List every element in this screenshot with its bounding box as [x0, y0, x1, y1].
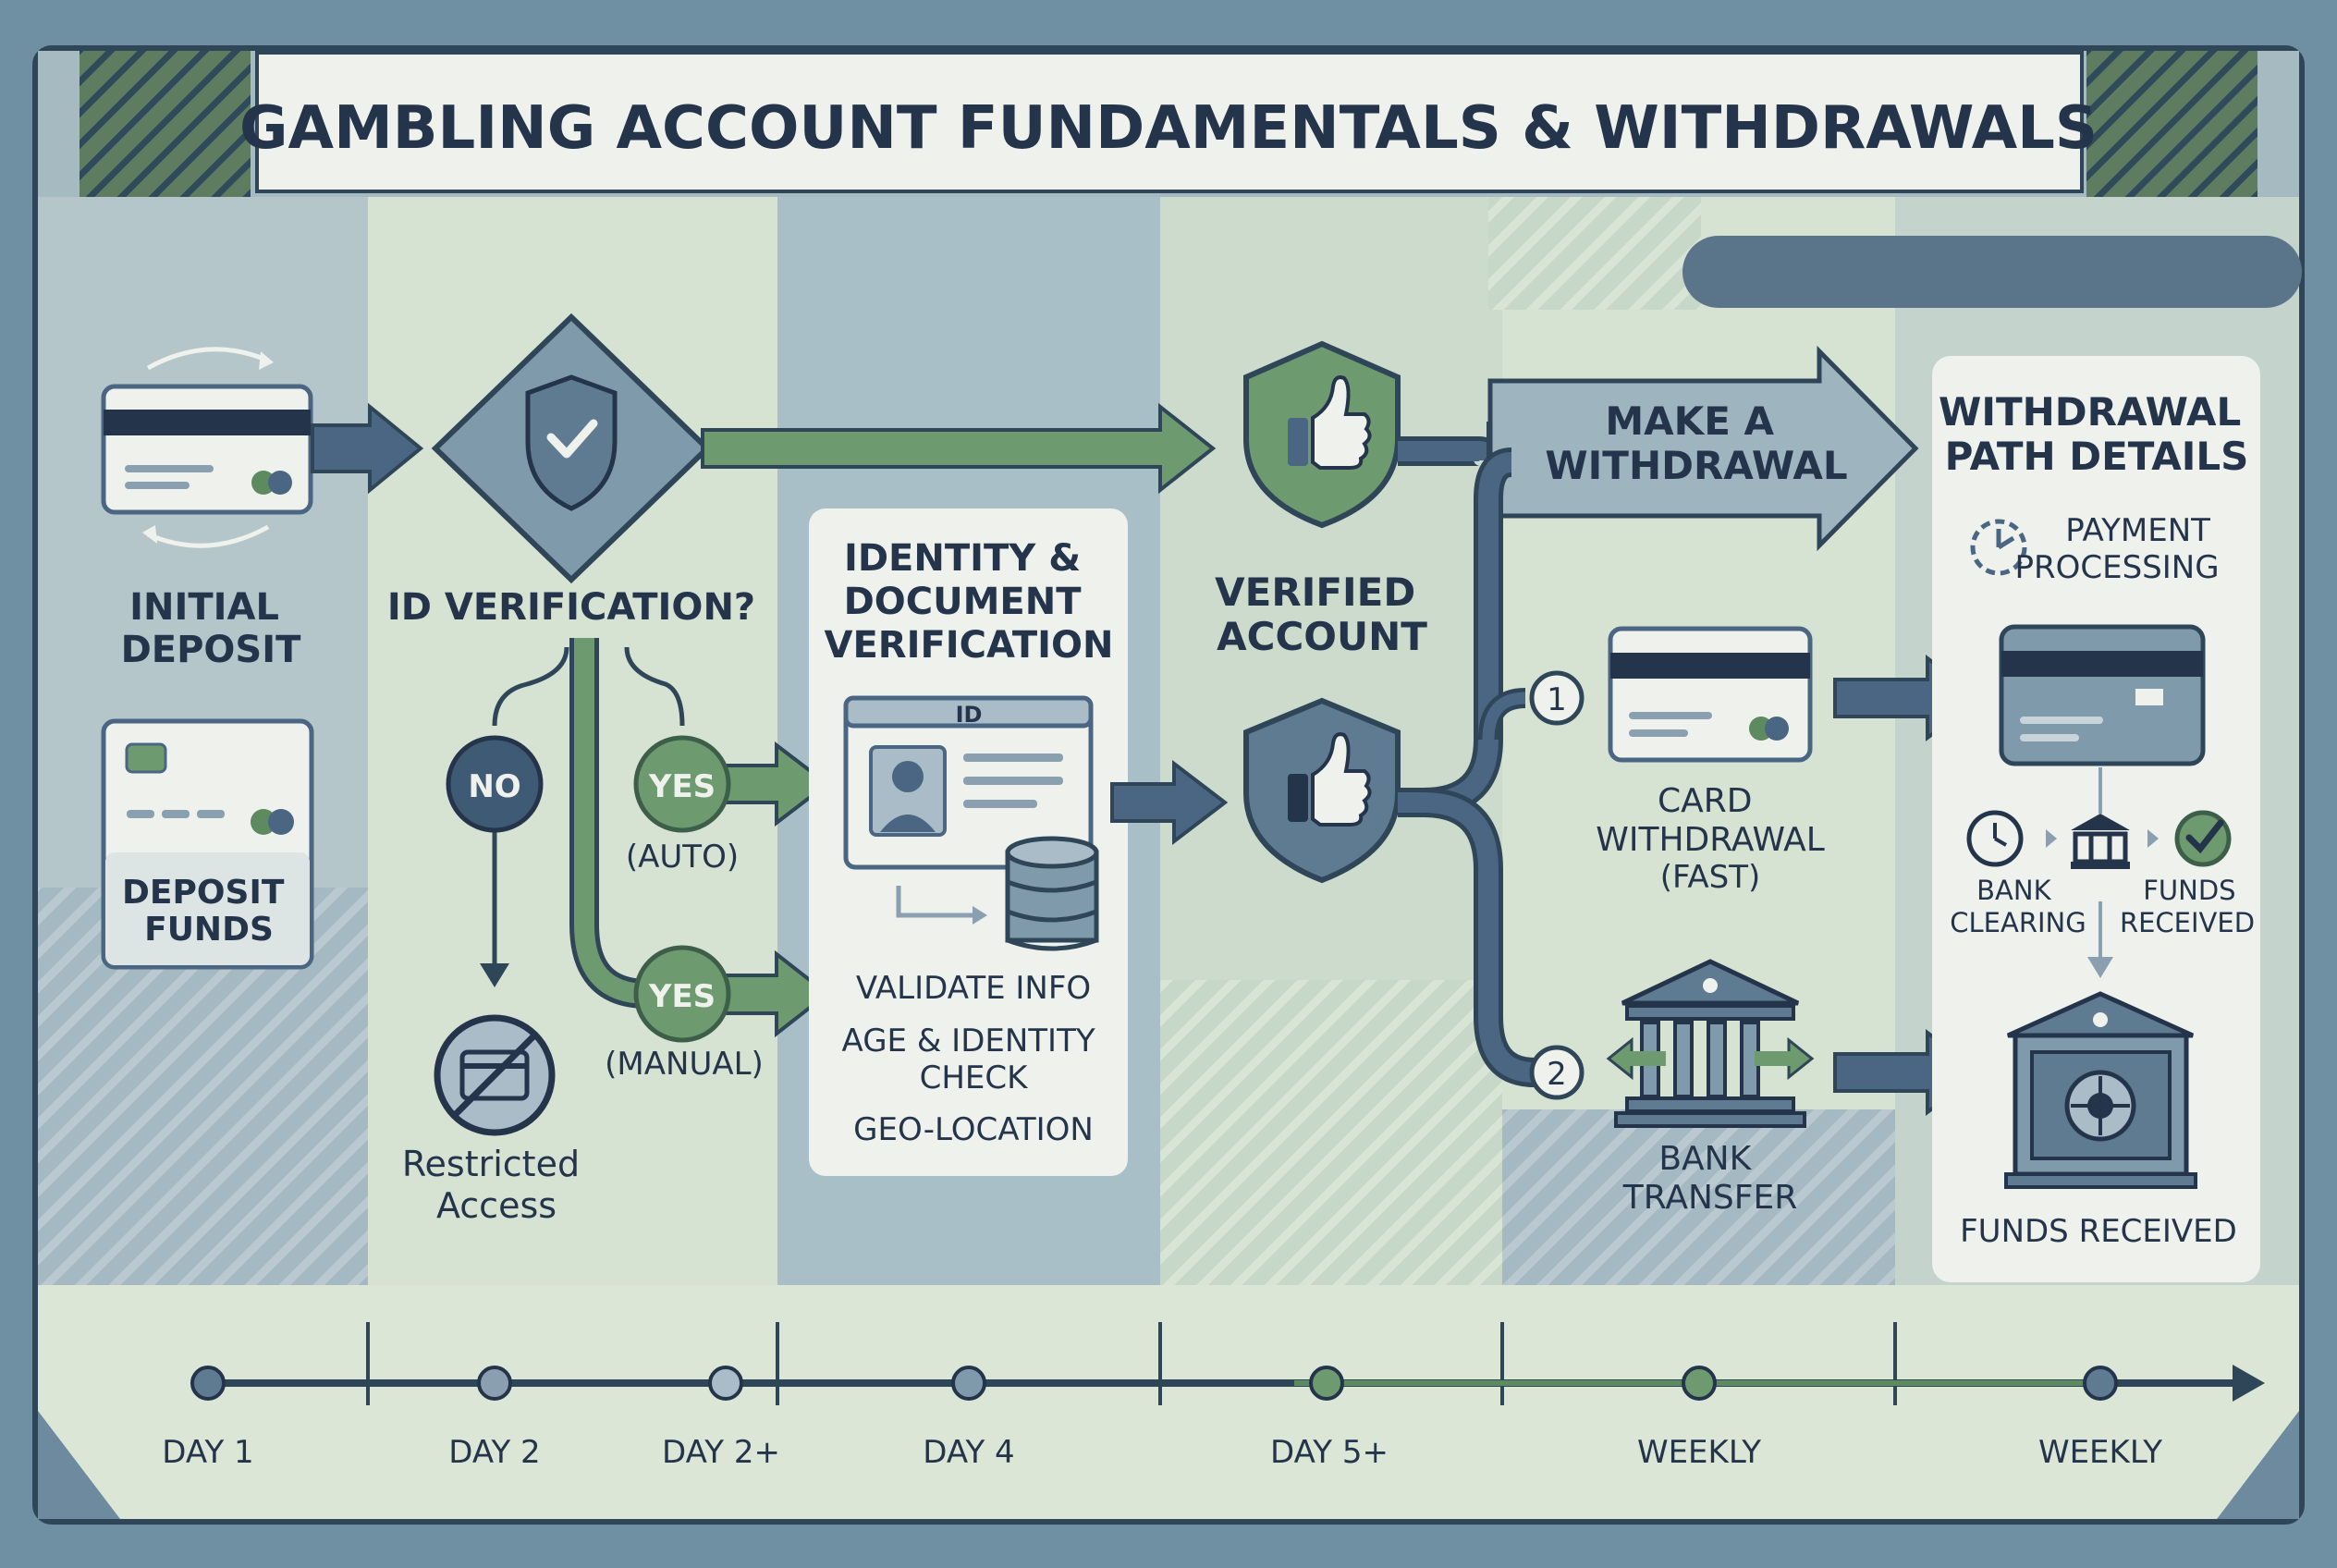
yes-auto-label: YES — [648, 768, 716, 805]
identity-doc-verification-title: IDENTITY & DOCUMENT VERIFICATION — [824, 537, 1113, 667]
id-card-tag: ID — [956, 702, 983, 728]
manual-label: (MANUAL) — [605, 1046, 764, 1083]
validate-info-label: VALIDATE INFO — [856, 970, 1091, 1007]
id-verification-decision — [431, 312, 712, 584]
verified-account-label: VERIFIED ACCOUNT — [1215, 570, 1429, 659]
timeline-label: DAY 5+ — [1270, 1434, 1389, 1471]
timeline-label: WEEKLY — [1637, 1434, 1761, 1471]
fast-label: (FAST) — [1660, 859, 1761, 896]
auto-label: (AUTO) — [626, 839, 739, 876]
database-icon — [896, 836, 1099, 951]
timeline-label: DAY 2+ — [662, 1434, 780, 1471]
deposit-funds-label: DEPOSIT FUNDS — [122, 874, 296, 949]
timeline-labels: DAY 1 DAY 2 DAY 2+ DAY 4 DAY 5+ WEEKLY W… — [162, 1434, 2162, 1471]
yes-manual-label: YES — [648, 978, 716, 1015]
funds-received-label: FUNDS RECEIVED — [1960, 1213, 2237, 1250]
card-withdrawal-icon — [1608, 626, 1813, 763]
restricted-access-label: Restricted Access — [402, 1144, 591, 1226]
bank-clearing-icons — [1966, 810, 2232, 869]
bank-building-icon — [1606, 959, 1815, 1128]
id-verification-label: ID VERIFICATION? — [387, 586, 755, 629]
make-withdrawal-label: MAKE A WITHDRAWAL — [1545, 398, 1847, 488]
bank-transfer-label: BANK TRANSFER — [1622, 1140, 1797, 1217]
funds-received-small-label: FUNDS RECEIVED — [2120, 875, 2255, 938]
verified-shield-bottom — [1243, 697, 1401, 884]
deposit-funds-card — [101, 718, 314, 970]
timeline-label: DAY 4 — [923, 1434, 1014, 1471]
id-card-icon — [843, 695, 1094, 870]
timeline-label: WEEKLY — [2038, 1434, 2162, 1471]
option-2-label: 2 — [1547, 1056, 1567, 1093]
processing-card-icon — [1999, 624, 2206, 766]
deposit-card-icon — [101, 347, 313, 548]
page-title: GAMBLING ACCOUNT FUNDAMENTALS & WITHDRAW… — [239, 94, 2098, 163]
card-withdrawal-label: CARD WITHDRAWAL — [1596, 782, 1825, 859]
timeline-label: DAY 2 — [448, 1434, 540, 1471]
geo-location-label: GEO-LOCATION — [853, 1111, 1094, 1148]
clock-icon — [1970, 519, 2027, 576]
payment-processing-label: PAYMENT PROCESSING — [2014, 512, 2220, 586]
no-label: NO — [468, 768, 520, 805]
timeline — [190, 1322, 2265, 1405]
vault-icon — [2004, 991, 2197, 1189]
bank-clearing-label: BANK CLEARING — [1950, 875, 2086, 938]
restricted-icon — [434, 1014, 556, 1136]
age-identity-check-label: AGE & IDENTITY CHECK — [842, 1023, 1106, 1096]
verified-shield-top — [1243, 340, 1401, 529]
timeline-label: DAY 1 — [162, 1434, 253, 1471]
initial-deposit-label: INITIAL DEPOSIT — [121, 586, 302, 671]
option-1-label: 1 — [1547, 681, 1567, 718]
details-panel-title: WITHDRAWAL PATH DETAILS — [1939, 389, 2255, 479]
